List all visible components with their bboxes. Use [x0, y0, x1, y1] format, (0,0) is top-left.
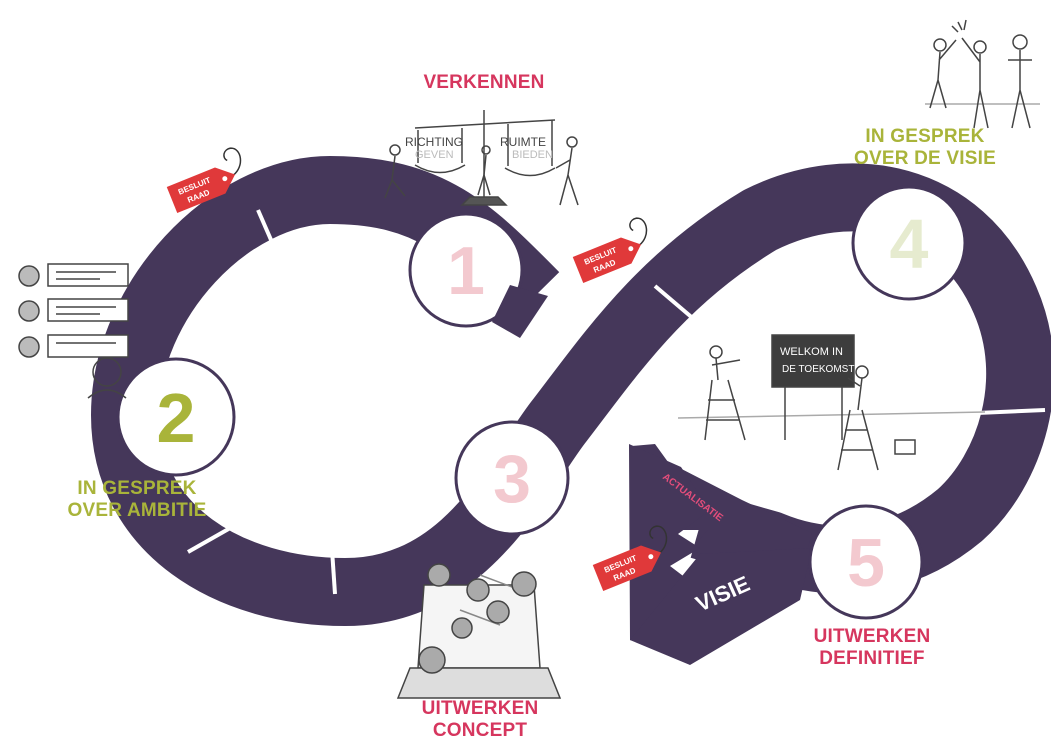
person-avatar-icon — [511, 571, 537, 597]
band-dividers — [187, 209, 1046, 595]
besluit-raad-tag-1: BESLUIT RAAD — [166, 147, 242, 213]
stage-3-label: UITWERKEN CONCEPT — [400, 698, 560, 742]
stage-4-label: IN GESPREK OVER DE VISIE — [840, 126, 1010, 170]
stage-4-label-line1: IN GESPREK — [865, 126, 985, 147]
stage-3-label-line1: UITWERKEN — [421, 698, 539, 719]
balance-bieden: BIEDEN — [512, 149, 553, 161]
stage-2-label: IN GESPREK OVER AMBITIE — [52, 478, 222, 522]
tag-hook-icon — [629, 217, 648, 246]
balance-ruimte: RUIMTE — [500, 135, 546, 149]
stage-2-label-line1: IN GESPREK — [77, 478, 197, 499]
stage-3-label-line2: CONCEPT — [432, 720, 528, 741]
stage-4-label-line2: OVER DE VISIE — [854, 148, 996, 169]
stage-2-number: 2 — [157, 379, 196, 457]
stage-3-marker: 3 — [454, 420, 570, 536]
divider-3 — [328, 519, 337, 595]
person-avatar-icon — [427, 563, 451, 587]
visie-arrow: VISIE ACTUALISATIE — [629, 444, 812, 665]
divider-5 — [976, 408, 1046, 415]
balance-geven: GEVEN — [415, 149, 454, 161]
stage-3-number: 3 — [493, 441, 531, 517]
person-avatar-icon — [486, 600, 510, 624]
board-line2: DE TOEKOMST — [782, 364, 854, 375]
bulb-icon — [18, 300, 40, 322]
besluit-raad-tag-2: BESLUIT RAAD — [572, 217, 648, 283]
stage-4-number: 4 — [890, 205, 929, 283]
board-line1: WELKOM IN — [780, 346, 843, 358]
divider-4 — [653, 284, 711, 334]
person-avatar-icon — [92, 357, 122, 387]
stage-2-label-line2: OVER AMBITIE — [67, 500, 207, 521]
stage-4-marker: 4 — [851, 185, 967, 301]
stage-5-number: 5 — [847, 525, 885, 601]
infinity-band — [91, 156, 1051, 626]
band-end-cap — [492, 285, 548, 338]
balance-scale-sketch: RICHTING GEVEN RUIMTE BIEDEN — [384, 110, 579, 206]
stage-5-label-line2: DEFINITIEF — [819, 648, 925, 669]
stage-1-label-line1: VERKENNEN — [423, 72, 545, 93]
stage-5-label: UITWERKEN DEFINITIEF — [792, 626, 952, 670]
person-avatar-icon — [418, 646, 446, 674]
welcome-board-sketch: WELKOM IN DE TOEKOMST — [677, 334, 986, 471]
stage-1-number: 1 — [447, 233, 485, 309]
team-highfive-sketch — [925, 19, 1040, 129]
laptop-network-sketch — [396, 563, 562, 699]
chat-sketch — [18, 263, 129, 399]
stage-2-marker: 2 — [116, 357, 236, 477]
person-avatar-icon — [451, 617, 473, 639]
divider-1 — [256, 209, 287, 273]
tag-hook-icon — [649, 525, 668, 554]
person-avatar-icon — [466, 578, 490, 602]
stage-5-label-line1: UITWERKEN — [813, 626, 931, 647]
divider-2 — [187, 525, 233, 554]
bulb-icon — [18, 336, 40, 358]
balance-richting: RICHTING — [405, 135, 463, 149]
stage-1-label: VERKENNEN — [404, 72, 564, 94]
besluit-raad-tag-3: BESLUIT RAAD — [592, 525, 668, 591]
stage-5-marker: 5 — [808, 504, 924, 620]
tag-hook-icon — [223, 147, 242, 176]
stage-1-marker: 1 — [408, 212, 524, 328]
bulb-icon — [18, 265, 40, 287]
